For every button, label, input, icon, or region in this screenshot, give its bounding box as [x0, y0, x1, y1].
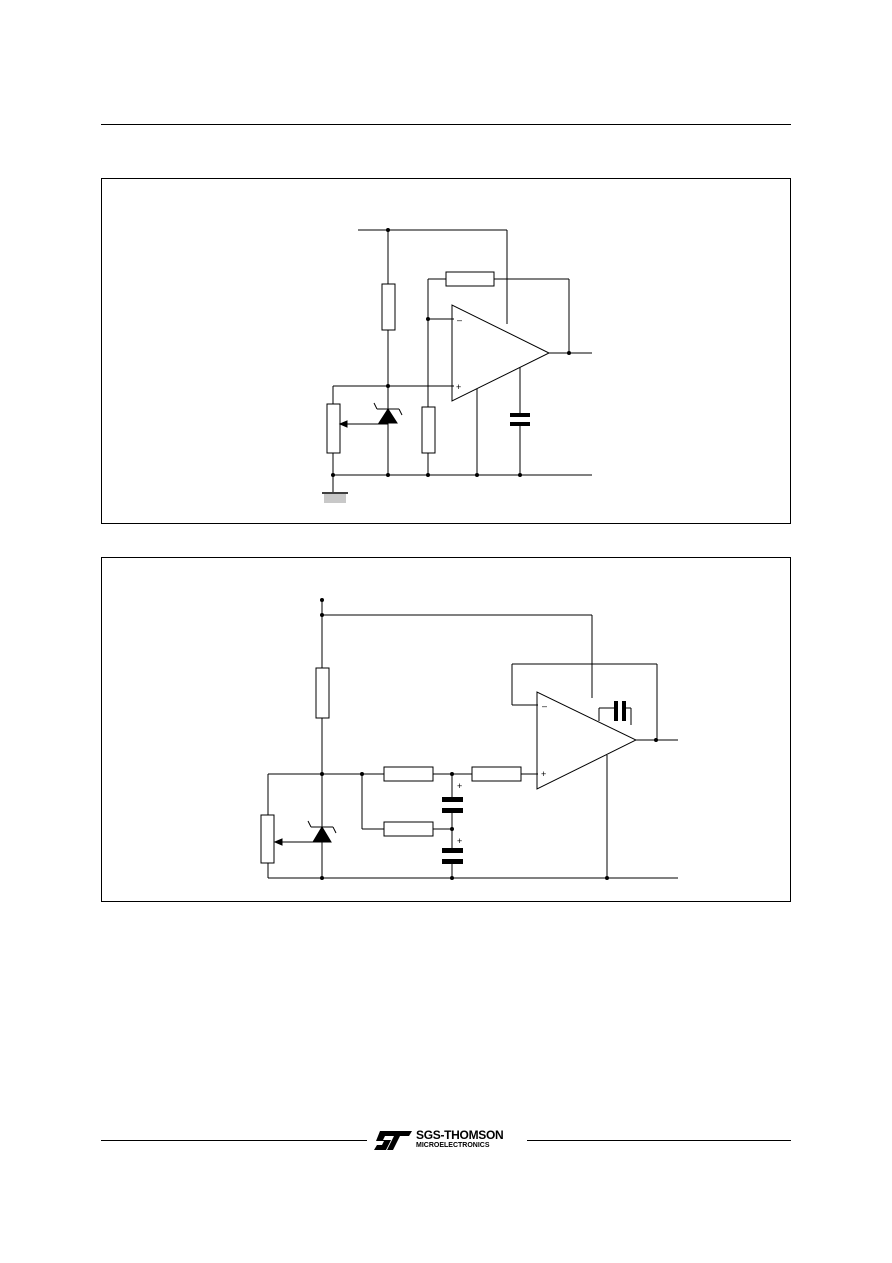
non-inverting-input-sign: + [456, 382, 461, 392]
footer-rule-left [101, 1140, 367, 1141]
resistor-filter-2 [383, 821, 434, 837]
zener-diode-icon [378, 408, 398, 424]
circuit-diagram-1: – + [322, 228, 592, 503]
capacitor-2-polarity: + [457, 836, 462, 846]
resistor-filter-1 [383, 766, 434, 782]
circuit-diagram-2: + + – + [260, 598, 678, 880]
figure-2-frame: + + – + [101, 557, 791, 902]
potentiometer [326, 403, 341, 454]
opamp-triangle [451, 304, 551, 402]
non-inverting-input-sign: + [541, 769, 546, 779]
filter-capacitor-2 [442, 848, 463, 853]
capacitor-1-polarity: + [457, 781, 462, 791]
potentiometer [260, 814, 275, 864]
resistor-input [471, 766, 522, 782]
header-rule [101, 124, 791, 125]
zener-diode-icon [312, 826, 332, 843]
filter-capacitor-1 [442, 797, 463, 802]
inverting-input-sign: – [542, 701, 547, 711]
compensation-capacitor [614, 701, 618, 721]
figure-1-frame: – + [101, 178, 791, 524]
footer-rule-right [527, 1140, 791, 1141]
ground-icon [324, 494, 346, 503]
resistor-r3 [421, 406, 436, 454]
footer-logo: SGS-THOMSON MICROELECTRONICS [372, 1127, 522, 1153]
resistor-feedback [445, 271, 495, 287]
opamp-triangle [536, 691, 638, 790]
brand-subtitle: MICROELECTRONICS [416, 1142, 490, 1149]
inverting-input-sign: – [457, 315, 462, 325]
compensation-capacitor [510, 413, 530, 417]
resistor-r1 [315, 667, 330, 719]
st-logo-icon [374, 1131, 412, 1150]
brand-name: SGS-THOMSON [416, 1128, 504, 1142]
resistor-r1 [381, 283, 396, 331]
